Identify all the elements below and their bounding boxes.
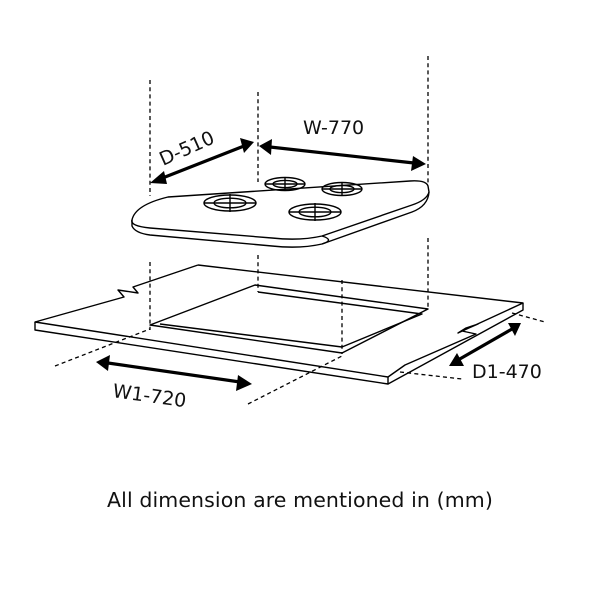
width-cutout-arrow xyxy=(96,355,252,391)
cutout-extension-lines xyxy=(54,312,546,405)
burner-front-right xyxy=(288,203,342,221)
depth-top-label: D-510 xyxy=(156,127,218,171)
burner-front-left xyxy=(203,194,257,212)
countertop xyxy=(34,264,524,385)
units-caption: All dimension are mentioned in (mm) xyxy=(107,488,493,512)
depth-top-arrow xyxy=(150,138,254,184)
depth-cutout-arrow xyxy=(449,323,521,366)
width-top-arrow xyxy=(259,139,426,171)
width-top-label: W-770 xyxy=(303,117,364,139)
width-cutout-label: W1-720 xyxy=(111,380,187,412)
cooktop xyxy=(131,176,430,248)
depth-cutout-label: D1-470 xyxy=(472,361,542,383)
burner-back-left xyxy=(264,176,306,192)
burner-back-right xyxy=(321,181,363,197)
